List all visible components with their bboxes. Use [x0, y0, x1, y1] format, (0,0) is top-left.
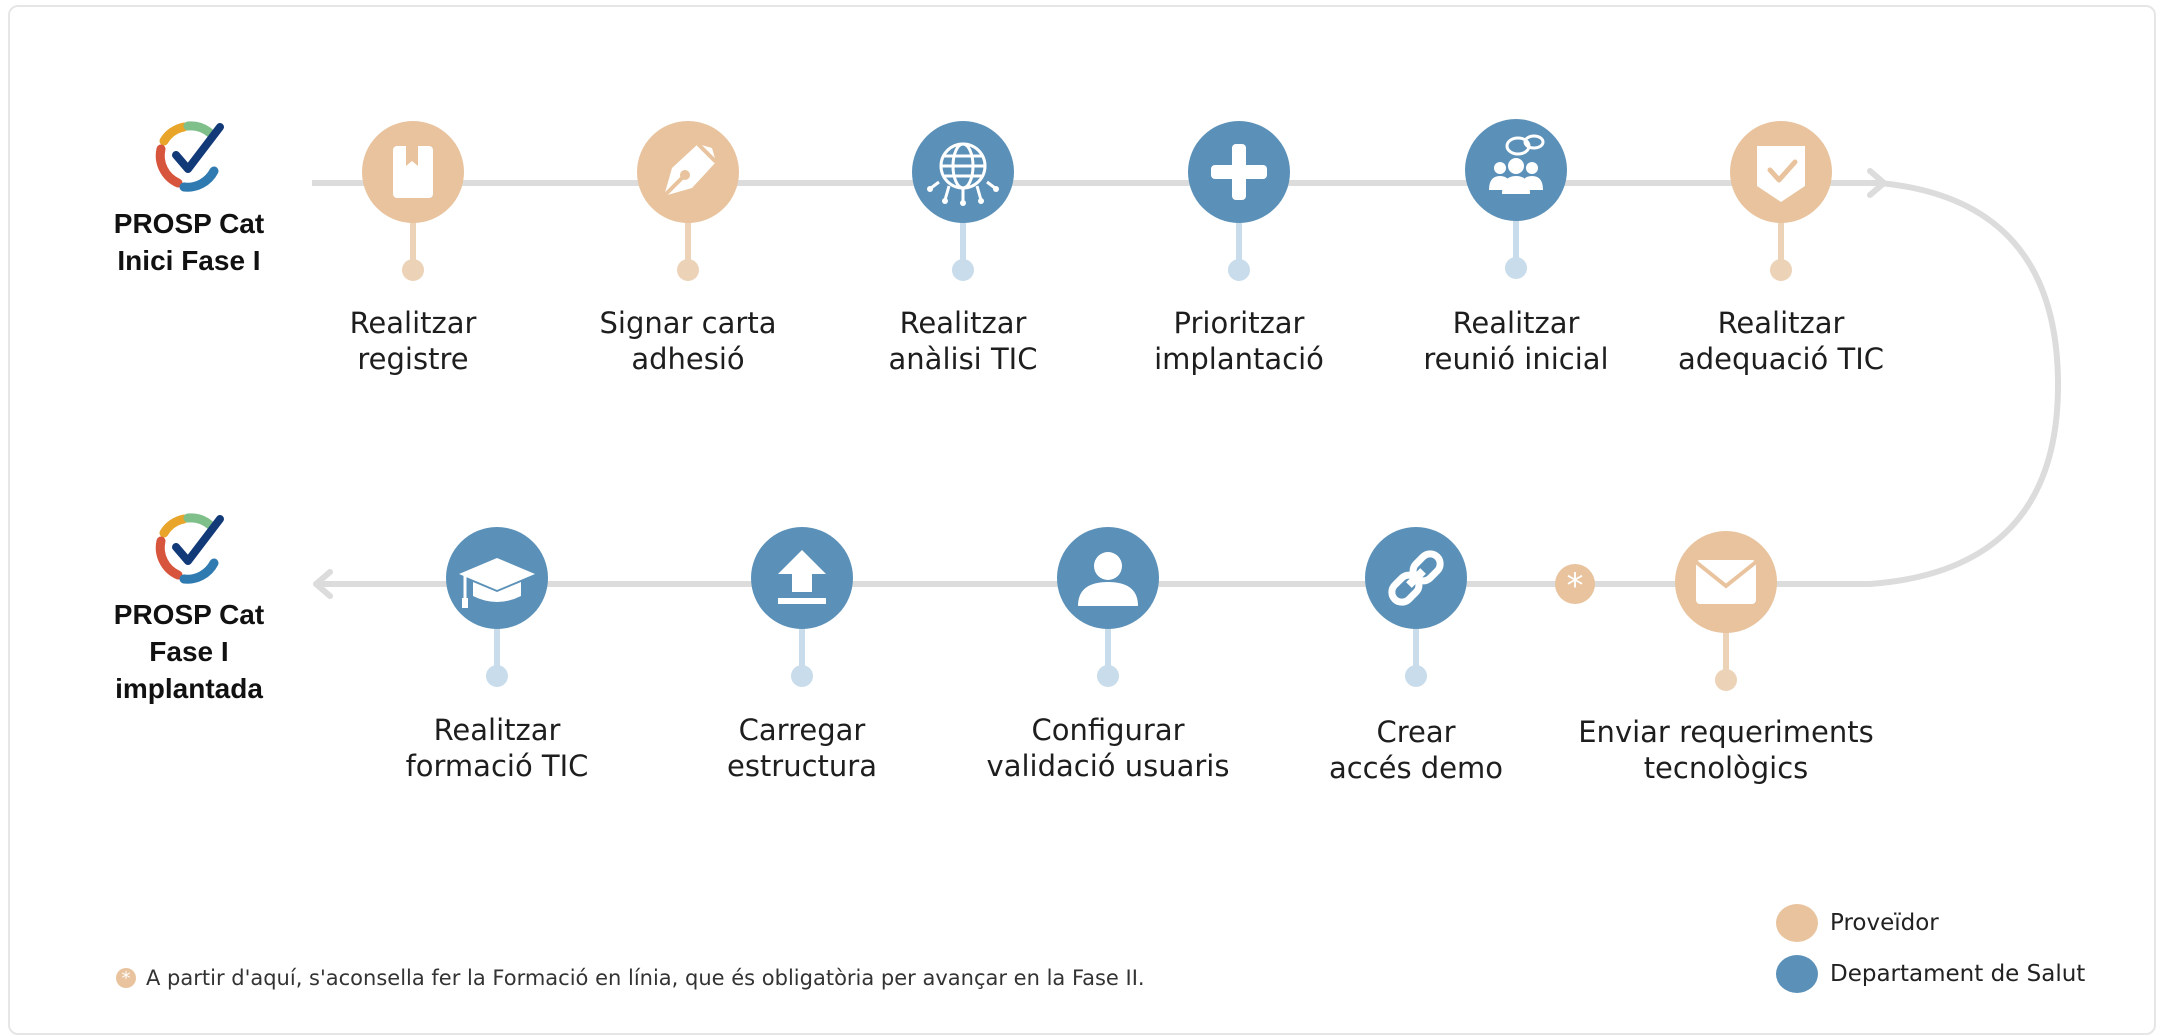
step-dot: [1770, 259, 1792, 281]
link-icon: [1388, 550, 1444, 606]
pen-nib-icon: [662, 142, 718, 198]
step-label-line2: registre: [357, 342, 469, 376]
book-icon: [393, 146, 433, 198]
footnote-star-icon: *: [116, 968, 136, 989]
step-label-line1: Realitzar: [1717, 306, 1845, 340]
globe-circuit-icon: [927, 142, 999, 206]
step-label-acces-demo: Crear accés demo: [1256, 714, 1576, 786]
step-label-line2: estructura: [726, 749, 877, 783]
step-label-line1: Realitzar: [349, 306, 477, 340]
end-title-line1: PROSP Cat: [113, 599, 265, 630]
start-title-line1: PROSP Cat: [113, 208, 265, 239]
step-label-line2: anàlisi TIC: [888, 342, 1038, 376]
legend-label-proveidor: Proveïdor: [1830, 910, 1939, 936]
step-label-line1: Realitzar: [1452, 306, 1580, 340]
flow-track: [312, 180, 2062, 587]
step-label-line2: adequació TIC: [1677, 342, 1885, 376]
step-node-row2-2: [1057, 527, 1159, 687]
start-title: PROSP Cat Inici Fase I: [79, 205, 299, 279]
step-label-line1: Realitzar: [433, 713, 561, 747]
step-label-carregar-estructura: Carregar estructura: [642, 712, 962, 784]
step-label-line1: Signar carta: [599, 306, 777, 340]
step-node-row1-2: [912, 121, 1014, 281]
step-dot: [677, 259, 699, 281]
step-node-row2-3: [751, 527, 853, 687]
legend-swatch-departament: [1776, 955, 1818, 993]
arrow-head-right: [1867, 168, 1887, 198]
footnote-text: A partir d'aquí, s'aconsella fer la Form…: [146, 966, 1145, 990]
step-circle: [912, 121, 1014, 223]
meeting-icon: [1489, 134, 1545, 194]
end-title-line3: implantada: [115, 673, 263, 704]
prosp-logo-start: [155, 121, 224, 192]
legend-item-departament: Departament de Salut: [1776, 955, 2085, 993]
step-label-prioritzar: Prioritzar implantació: [1079, 305, 1399, 377]
upload-icon: [778, 550, 826, 604]
step-label-line1: Crear: [1376, 715, 1456, 749]
envelope-icon: [1694, 560, 1758, 604]
step-label-line2: accés demo: [1328, 751, 1504, 785]
step-dot: [791, 665, 813, 687]
step-node-row2-4: [446, 527, 548, 687]
step-label-line1: Enviar requeriments: [1578, 715, 1874, 749]
end-title-line2: Fase I: [149, 636, 229, 667]
step-label-reunio-inicial: Realitzar reunió inicial: [1356, 305, 1676, 377]
step-node-row2-1: [1365, 527, 1467, 687]
step-dot: [1715, 669, 1737, 691]
end-title: PROSP Cat Fase I implantada: [79, 596, 299, 707]
arrow-head-left: [313, 569, 333, 599]
legend-label-departament: Departament de Salut: [1830, 961, 2086, 987]
step-dot: [486, 665, 508, 687]
step-dot: [402, 259, 424, 281]
step-label-adequacio-tic: Realitzar adequació TIC: [1621, 305, 1941, 377]
step-label-realitzar-registre: Realitzar registre: [253, 305, 573, 377]
step-dot: [952, 259, 974, 281]
step-label-line2: tecnològics: [1643, 751, 1809, 785]
step-label-formacio-tic: Realitzar formació TIC: [337, 712, 657, 784]
plus-icon: [1211, 144, 1267, 200]
step-label-line1: Carregar: [738, 713, 866, 747]
step-node-row1-3: [1188, 121, 1290, 281]
step-dot: [1405, 665, 1427, 687]
step-label-signar-carta: Signar carta adhesió: [528, 305, 848, 377]
legend-item-proveidor: Proveïdor: [1776, 904, 1939, 942]
step-node-row2-0: [1675, 531, 1777, 691]
step-label-line1: Realitzar: [899, 306, 1027, 340]
start-title-line2: Inici Fase I: [117, 245, 261, 276]
footnote: * A partir d'aquí, s'aconsella fer la Fo…: [116, 966, 1145, 990]
step-node-row1-5: [1730, 121, 1832, 281]
step-label-analisi-tic: Realitzar anàlisi TIC: [803, 305, 1123, 377]
online-training-marker: *: [1555, 564, 1595, 606]
step-dot: [1228, 259, 1250, 281]
step-node-row1-1: [637, 121, 739, 281]
step-label-line1: Configurar: [1031, 713, 1185, 747]
svg-text:*: *: [1567, 566, 1584, 606]
step-node-row1-0: [362, 121, 464, 281]
step-label-line2: validació usuaris: [986, 749, 1230, 783]
graduation-cap-icon: [459, 558, 535, 608]
step-dot: [1505, 257, 1527, 279]
step-node-row1-4: [1465, 119, 1567, 279]
step-label-line2: formació TIC: [405, 749, 589, 783]
step-label-line2: reunió inicial: [1423, 342, 1609, 376]
step-dot: [1097, 665, 1119, 687]
user-icon: [1078, 552, 1138, 606]
step-label-enviar-requeriments: Enviar requeriments tecnològics: [1566, 714, 1886, 786]
legend-swatch-proveidor: [1776, 904, 1818, 942]
prosp-logo-end: [155, 513, 224, 584]
step-label-line2: implantació: [1154, 342, 1324, 376]
step-label-line1: Prioritzar: [1173, 306, 1305, 340]
step-label-validacio-usuaris: Configurar validació usuaris: [948, 712, 1268, 784]
shield-check-icon: [1757, 146, 1805, 202]
step-label-line2: adhesió: [631, 342, 745, 376]
